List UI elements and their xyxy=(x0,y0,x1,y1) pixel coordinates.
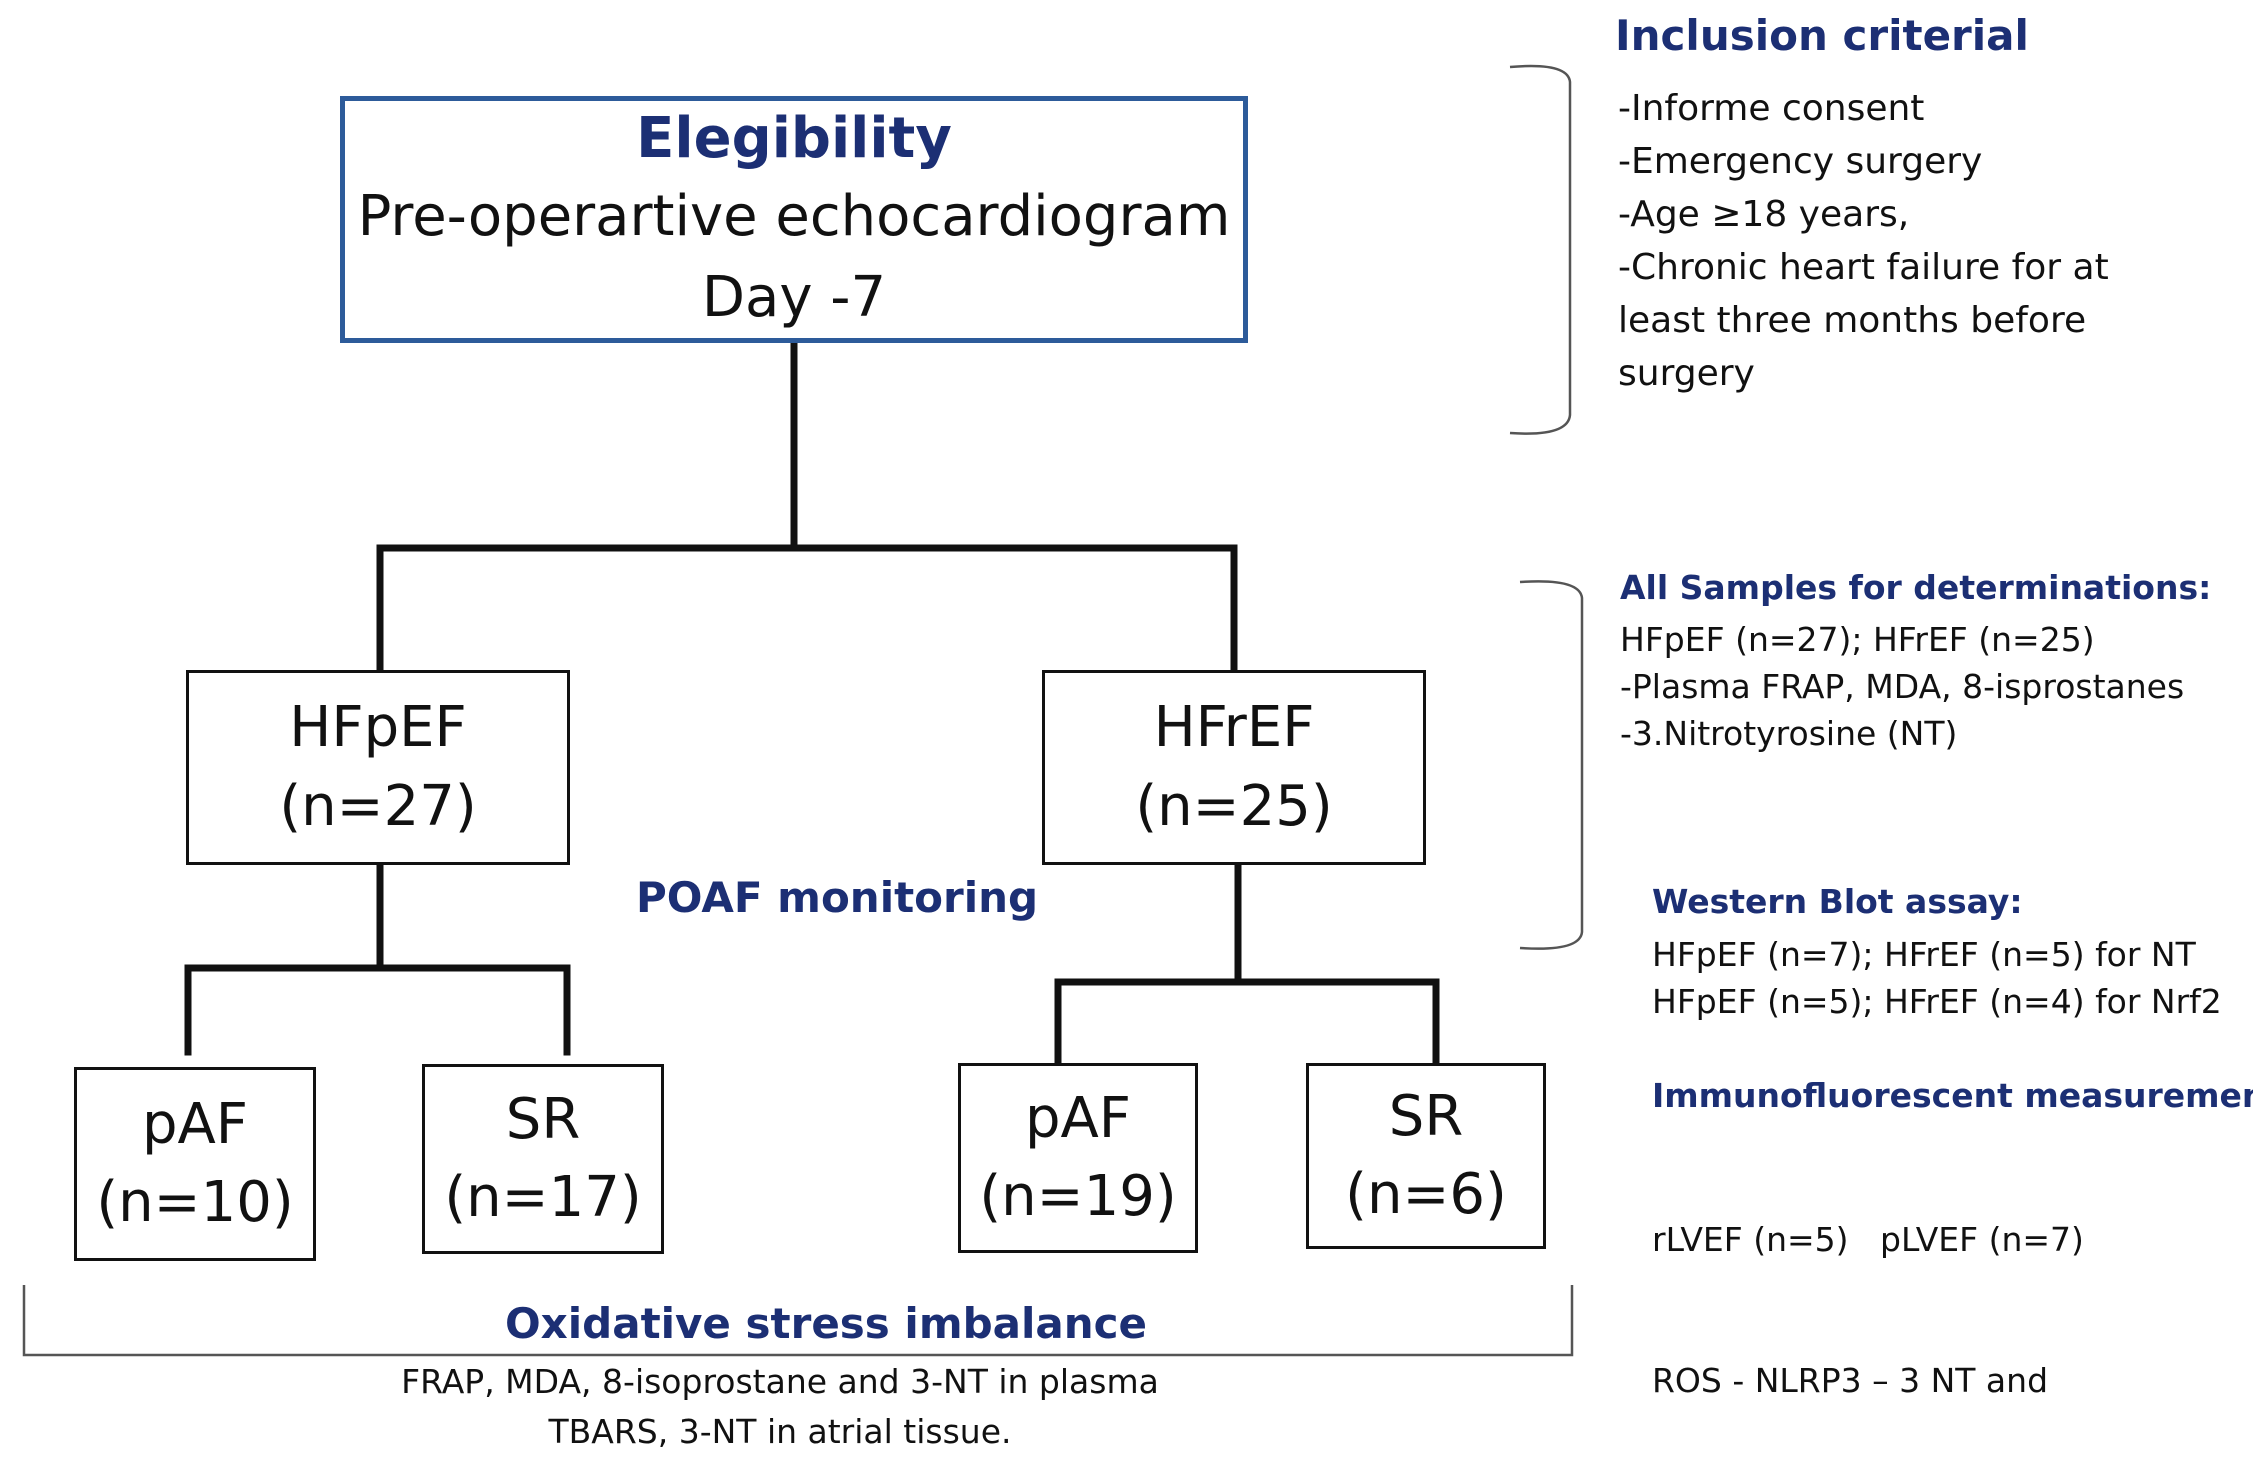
hfpef-count: (n=27) xyxy=(279,773,477,839)
hfref-sr-label: SR xyxy=(1388,1083,1464,1149)
hfref-paf-box: pAF (n=19) xyxy=(958,1063,1198,1253)
hfpef-sr-count: (n=17) xyxy=(444,1165,642,1230)
immunofluorescent-item: ROS - NLRP3 – 3 NT and xyxy=(1652,1361,2049,1400)
samples-title: All Samples for determinations: xyxy=(1620,568,2212,607)
hfpef-paf-box: pAF (n=10) xyxy=(74,1067,316,1261)
immunofluorescent-item: rLVEF (n=5) pLVEF (n=7) xyxy=(1652,1220,2084,1259)
inclusion-item: -Informe consent xyxy=(1618,88,1925,129)
eligibility-title: Elegibility xyxy=(636,105,952,171)
hfref-label: HFrEF xyxy=(1153,695,1315,761)
western-blot-item: HFpEF (n=5); HFrEF (n=4) for Nrf2 xyxy=(1652,982,2222,1021)
hfref-paf-label: pAF xyxy=(1024,1085,1132,1151)
western-blot-item: HFpEF (n=7); HFrEF (n=5) for NT xyxy=(1652,935,2196,974)
inclusion-item: -Age ≥18 years, xyxy=(1618,194,1910,235)
inclusion-bracket xyxy=(1509,64,1572,435)
immunofluorescent-title: Immunofluorescent measurements xyxy=(1652,1076,2253,1115)
hfpef-sr-label: SR xyxy=(505,1086,581,1152)
inclusion-item: -Emergency surgery xyxy=(1618,141,1983,182)
inclusion-list: -Informe consent -Emergency surgery -Age… xyxy=(1618,82,2109,400)
western-blot-list: HFpEF (n=7); HFrEF (n=5) for NT HFpEF (n… xyxy=(1652,931,2222,1025)
immunofluorescent-list: rLVEF (n=5) pLVEF (n=7) ROS - NLRP3 – 3 … xyxy=(1652,1122,2084,1451)
samples-item: -3.Nitrotyrosine (NT) xyxy=(1620,714,1958,753)
hfpef-box: HFpEF (n=27) xyxy=(186,670,570,865)
inclusion-item: least three months before xyxy=(1618,300,2087,341)
oxidative-item: FRAP, MDA, 8-isoprostane and 3-NT in pla… xyxy=(401,1362,1159,1401)
hfpef-sr-box: SR (n=17) xyxy=(422,1064,664,1254)
hfref-count: (n=25) xyxy=(1135,773,1333,839)
hfref-paf-count: (n=19) xyxy=(979,1164,1177,1229)
hfpef-paf-label: pAF xyxy=(141,1091,249,1157)
samples-item: HFpEF (n=27); HFrEF (n=25) xyxy=(1620,620,2095,659)
samples-bracket xyxy=(1519,580,1584,950)
inclusion-item: surgery xyxy=(1618,353,1755,394)
western-blot-title: Western Blot assay: xyxy=(1652,882,2023,921)
inclusion-title: Inclusion criterial xyxy=(1615,11,2029,60)
oxidative-list: FRAP, MDA, 8-isoprostane and 3-NT in pla… xyxy=(0,1357,1560,1457)
poaf-monitoring-label: POAF monitoring xyxy=(636,873,1039,922)
samples-item: -Plasma FRAP, MDA, 8-isprostanes xyxy=(1620,667,2185,706)
oxidative-title: Oxidative stress imbalance xyxy=(504,1299,1148,1348)
oxidative-item: TBARS, 3-NT in atrial tissue. xyxy=(548,1412,1012,1451)
hfref-sr-count: (n=6) xyxy=(1345,1162,1507,1227)
hfpef-label: HFpEF xyxy=(289,695,467,761)
hfref-sr-box: SR (n=6) xyxy=(1306,1063,1546,1249)
oxidative-bracket xyxy=(22,1285,1574,1357)
samples-list: HFpEF (n=27); HFrEF (n=25) -Plasma FRAP,… xyxy=(1620,616,2184,757)
hfref-box: HFrEF (n=25) xyxy=(1042,670,1426,865)
hfpef-paf-count: (n=10) xyxy=(96,1170,294,1235)
eligibility-box: Elegibility Pre-operartive echocardiogra… xyxy=(340,96,1248,343)
eligibility-line-2: Day -7 xyxy=(701,265,887,331)
eligibility-line-1: Pre-operartive echocardiogram xyxy=(357,184,1231,250)
inclusion-item: -Chronic heart failure for at xyxy=(1618,247,2109,288)
